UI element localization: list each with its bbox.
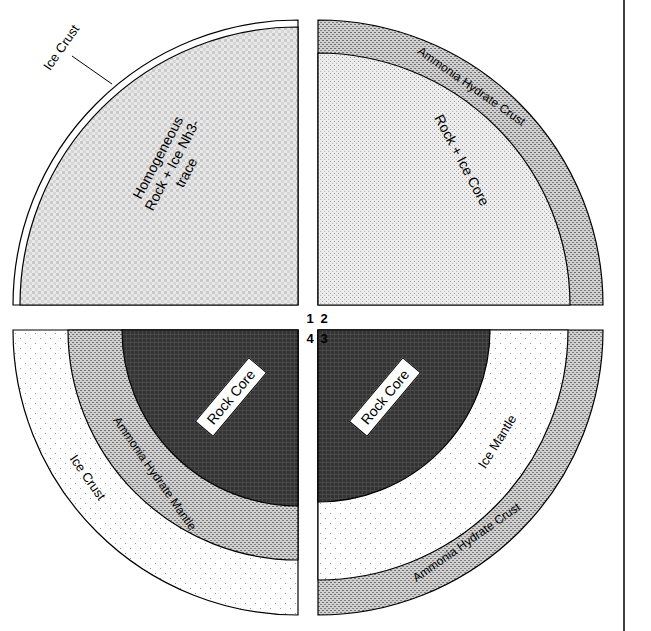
layer-region: Ice CrustHomogeneous Rock + Ice Nh3-trac… [13,20,298,305]
quadrant-number: 4 [306,331,313,346]
layer-region: Rock Core [122,330,298,506]
layer-region: Rock Core [318,330,490,502]
layer-region: Rock + Ice Core [318,53,570,305]
quadrant-number: 3 [320,331,327,346]
layer-outline [318,53,570,305]
layer-outline [318,330,568,580]
layer-outline [318,330,490,502]
layer-label: Ice Crust [41,22,83,73]
layer-region: Ice CrustAmmonia Hydrate MantleRock Core [13,330,298,615]
layer-outline [13,330,298,615]
layer-region: Ice MantleRock Core [318,330,568,580]
layer-region: Ammonia Hydrate CrustRock + Ice Core [318,20,603,305]
layer-shape [318,330,490,502]
frame-line [623,0,625,631]
layer-region: Ammonia Hydrate CrustIce MantleRock Core [318,330,603,615]
leader-line [72,56,112,84]
layer-shape [318,53,570,305]
quadrant-number: 2 [320,311,327,326]
layer-outline [318,330,603,615]
layer-outline [13,20,298,305]
layer-outline [122,330,298,506]
quadrant-number: 1 [306,311,313,326]
layer-outline [20,27,298,305]
layer-region: Ammonia Hydrate MantleRock Core [68,330,298,560]
layer-outline [68,330,298,560]
layer-outline [318,20,603,305]
layer-region: Homogeneous Rock + Ice Nh3-trace [20,27,298,305]
